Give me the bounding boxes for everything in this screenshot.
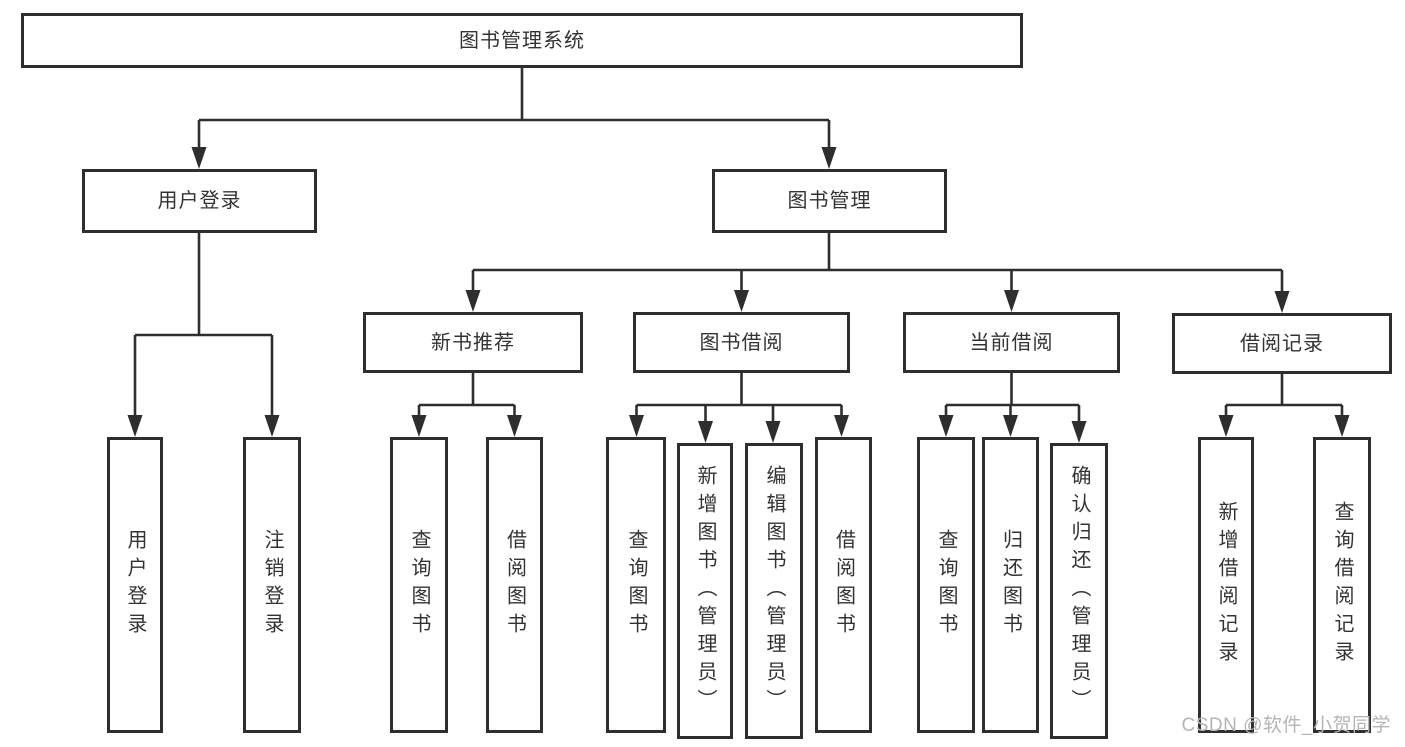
node-leaf-query-books-borrow: 查询图书 [606, 437, 666, 733]
node-leaf-borrow-books-label: 借阅图书 [832, 529, 855, 641]
node-current-borrow: 当前借阅 [903, 312, 1120, 373]
node-leaf-logout-label: 注销登录 [261, 529, 283, 641]
connector-current-borrow-to-leaves [944, 373, 1081, 438]
node-leaf-logout: 注销登录 [243, 437, 301, 733]
node-leaf-user-login: 用户登录 [107, 437, 163, 733]
node-borrow-records: 借阅记录 [1172, 313, 1392, 374]
node-leaf-query-books-recommend-label: 查询图书 [408, 529, 430, 641]
node-new-book-recommend-label: 新书推荐 [431, 331, 515, 354]
node-leaf-return-books: 归还图书 [982, 437, 1039, 733]
node-leaf-confirm-return-admin-label: 确认归还（管理员） [1068, 465, 1090, 717]
node-leaf-edit-book-admin-label: 编辑图书（管理员） [763, 465, 785, 717]
node-leaf-user-login-label: 用户登录 [124, 529, 146, 641]
node-leaf-borrow-books: 借阅图书 [815, 437, 872, 733]
node-library-system-label: 图书管理系统 [459, 29, 585, 52]
node-book-management: 图书管理 [712, 169, 947, 233]
node-leaf-borrow-books-recommend: 借阅图书 [486, 437, 543, 733]
node-leaf-query-borrow-record-label: 查询借阅记录 [1331, 501, 1353, 669]
connector-new-book-recommend-to-leaves [417, 373, 516, 432]
node-book-borrow-label: 图书借阅 [699, 331, 784, 354]
connector-book-management-to-level3 [471, 233, 1284, 308]
node-leaf-confirm-return-admin: 确认归还（管理员） [1050, 443, 1108, 739]
connector-user-login-to-leaves [133, 233, 274, 432]
node-leaf-add-book-admin-label: 新增图书（管理员） [694, 465, 716, 717]
node-leaf-query-borrow-record: 查询借阅记录 [1313, 437, 1371, 733]
node-leaf-query-books-current-label: 查询图书 [935, 529, 957, 641]
node-user-login: 用户登录 [82, 169, 317, 233]
node-leaf-add-borrow-record: 新增借阅记录 [1198, 437, 1254, 733]
node-leaf-borrow-books-recommend-label: 借阅图书 [503, 529, 526, 641]
node-leaf-return-books-label: 归还图书 [999, 529, 1022, 641]
connector-root-to-level2 [197, 68, 831, 164]
node-leaf-query-books-borrow-label: 查询图书 [625, 529, 647, 641]
node-book-borrow: 图书借阅 [633, 312, 850, 373]
node-borrow-records-label: 借阅记录 [1240, 332, 1324, 355]
node-leaf-query-books-current: 查询图书 [917, 437, 975, 733]
connector-book-borrow-to-leaves [635, 373, 843, 438]
node-leaf-add-borrow-record-label: 新增借阅记录 [1215, 501, 1237, 669]
node-library-system: 图书管理系统 [21, 13, 1023, 68]
node-book-management-label: 图书管理 [787, 190, 872, 212]
node-leaf-add-book-admin: 新增图书（管理员） [677, 443, 733, 739]
node-leaf-query-books-recommend: 查询图书 [390, 437, 448, 733]
node-new-book-recommend: 新书推荐 [363, 312, 583, 373]
node-current-borrow-label: 当前借阅 [969, 331, 1054, 354]
node-leaf-edit-book-admin: 编辑图书（管理员） [745, 443, 803, 739]
watermark: CSDN @软件_小贺同学 [1181, 715, 1391, 736]
connector-borrow-records-to-leaves [1224, 374, 1344, 432]
node-user-login-label: 用户登录 [157, 190, 242, 212]
